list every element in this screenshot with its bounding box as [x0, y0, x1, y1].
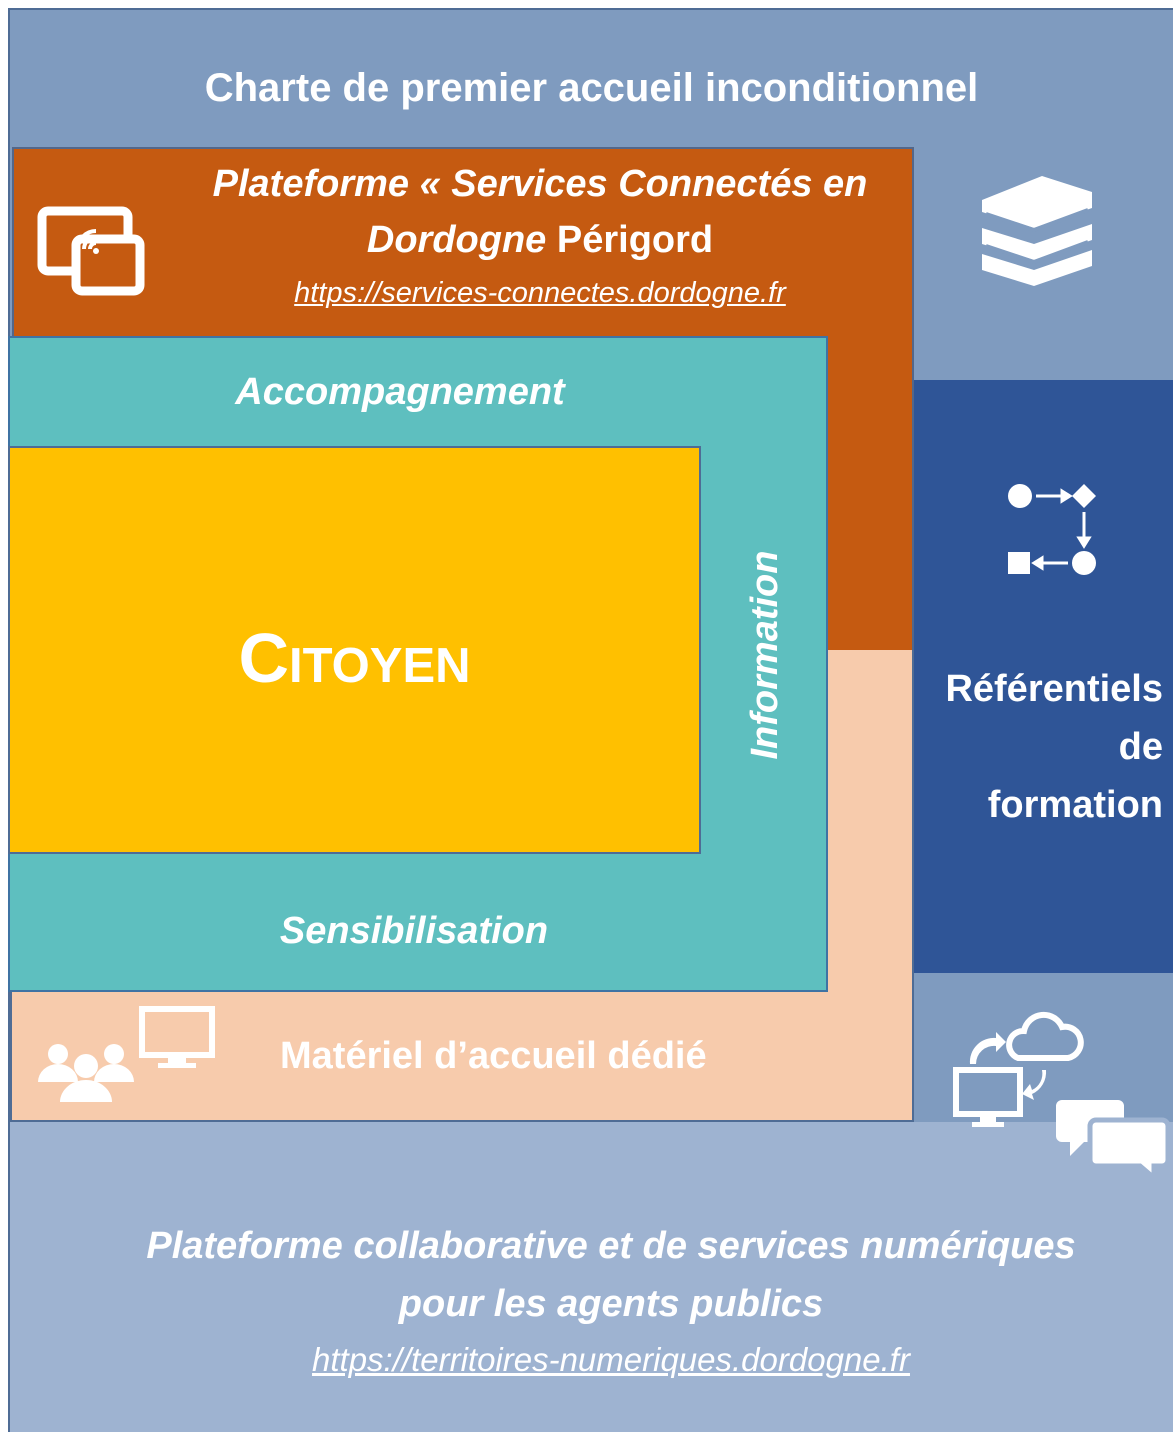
users-icon: [36, 1040, 136, 1104]
services-title-line1: Plateforme « Services Connectés en: [212, 163, 868, 205]
services-url[interactable]: https://services-connectes.dordogne.fr: [294, 277, 786, 309]
referentiels-line3: formation: [987, 784, 1163, 826]
referentiels-panel: [914, 380, 1173, 973]
citoyen-panel: [8, 446, 701, 854]
referentiels-line2: de: [1118, 726, 1163, 768]
sensibilisation-label: Sensibilisation: [279, 910, 549, 952]
services-title-perigord: Périgord: [546, 219, 714, 261]
process-flow-icon: [1004, 480, 1104, 580]
connected-screen-icon: [36, 205, 146, 297]
information-label: Information: [744, 550, 786, 760]
collaborative-line1: Plateforme collaborative et de services …: [146, 1225, 1076, 1267]
collaborative-url[interactable]: https://territoires-numeriques.dordogne.…: [312, 1341, 910, 1378]
collaborative-line2: pour les agents publics: [398, 1283, 824, 1325]
books-icon: [972, 170, 1102, 288]
services-title-dordogne: Dordogne: [366, 219, 547, 261]
cloud-sync-chat-icon: [948, 1008, 1173, 1173]
charte-bottom-band: [10, 1122, 1173, 1432]
accompagnement-label: Accompagnement: [235, 371, 565, 413]
referentiels-line1: Référentiels: [945, 668, 1163, 710]
monitor-icon: [138, 1005, 218, 1071]
materiel-label: Matériel d’accueil dédié: [280, 1035, 707, 1077]
citoyen-label: Citoyen: [238, 619, 471, 697]
charte-title: Charte de premier accueil inconditionnel: [204, 66, 979, 110]
services-title-line2: Dordogne Périgord: [140, 216, 940, 264]
